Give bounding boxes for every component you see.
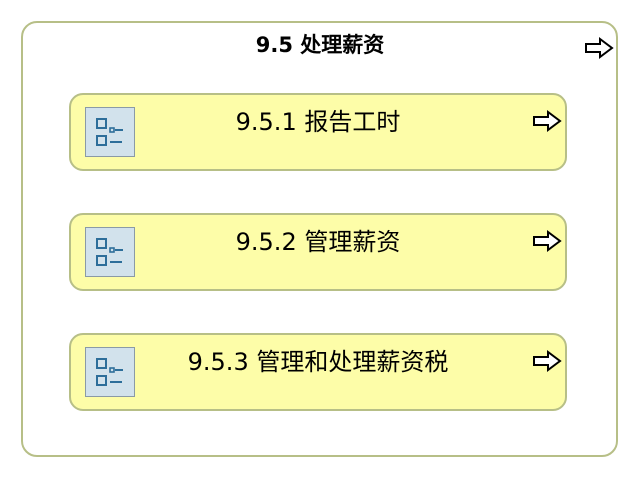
checklist-icon: [85, 107, 135, 157]
process-box-9-5-3[interactable]: 9.5.3 管理和处理薪资税: [69, 333, 567, 411]
arrow-right-outline-icon[interactable]: [584, 37, 614, 59]
arrow-right-outline-icon[interactable]: [532, 110, 562, 132]
process-label: 9.5.3 管理和处理薪资税: [187, 348, 449, 376]
process-label: 9.5.2 管理薪资: [235, 228, 401, 256]
process-group-title: 9.5 处理薪资: [255, 33, 385, 57]
arrow-right-outline-icon[interactable]: [532, 230, 562, 252]
checklist-icon: [85, 227, 135, 277]
checklist-icon: [85, 347, 135, 397]
arrow-right-outline-icon[interactable]: [532, 350, 562, 372]
process-label: 9.5.1 报告工时: [235, 108, 401, 136]
process-box-9-5-2[interactable]: 9.5.2 管理薪资: [69, 213, 567, 291]
process-box-9-5-1[interactable]: 9.5.1 报告工时: [69, 93, 567, 171]
